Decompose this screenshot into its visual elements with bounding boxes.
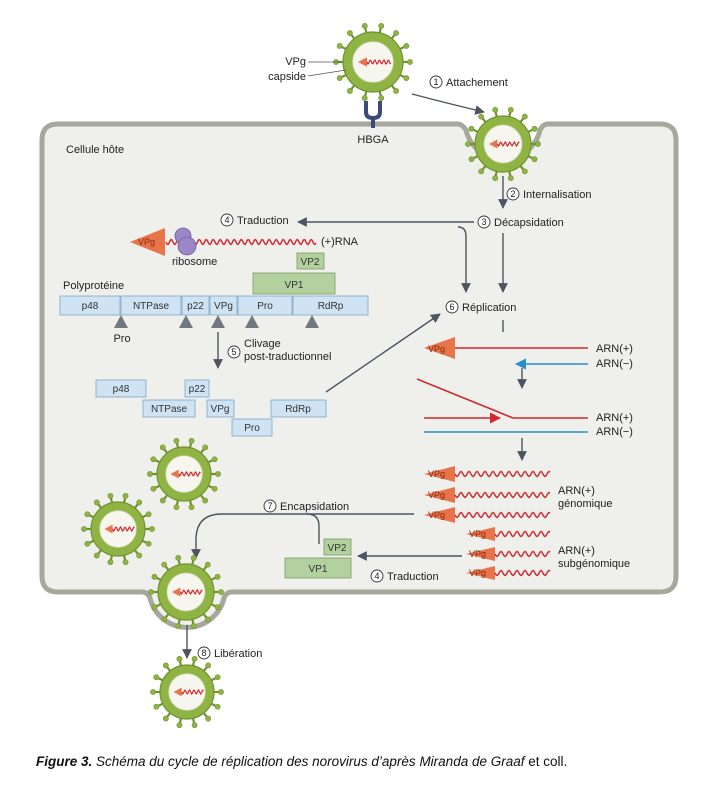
protease-cleavage-site bbox=[114, 315, 128, 328]
caption-suffix: et coll. bbox=[524, 754, 568, 769]
virion-1 bbox=[147, 437, 221, 511]
ribosome bbox=[174, 227, 197, 256]
step1-number: 1 bbox=[433, 77, 438, 87]
virion-budding bbox=[148, 554, 224, 630]
cleaved-ntpase: NTPase bbox=[151, 404, 188, 415]
polyprotein-segment bbox=[292, 295, 369, 316]
step8-number: 8 bbox=[201, 648, 206, 658]
rna-strand bbox=[454, 511, 551, 519]
rna-strand bbox=[454, 491, 551, 499]
rna-strand bbox=[494, 569, 551, 577]
step6-number: 6 bbox=[449, 302, 454, 312]
step3-number: 3 bbox=[481, 217, 486, 227]
polyprotein-segment bbox=[209, 295, 238, 316]
cleaved-products: p48 NTPase p22 VPg Pro RdRp bbox=[95, 379, 327, 437]
cleaved-p22: p22 bbox=[189, 384, 206, 395]
vpg-triangle-translation bbox=[130, 228, 165, 256]
hbga-label: HBGA bbox=[357, 134, 389, 146]
virus-top bbox=[333, 23, 413, 101]
arn-plus-1: ARN(+) bbox=[596, 343, 633, 355]
step5-number: 5 bbox=[231, 347, 236, 357]
subgenomique-label-1: ARN(+) bbox=[558, 545, 595, 557]
step6-label: Réplication bbox=[462, 302, 516, 314]
arn-minus-1: ARN(−) bbox=[596, 358, 633, 370]
polyprotein-segment bbox=[59, 295, 121, 316]
rna-label: (+)RNA bbox=[321, 236, 359, 248]
polyprotein-bar: p48 NTPase p22 VPg Pro RdRp bbox=[59, 295, 369, 328]
step4b-number: 4 bbox=[374, 571, 379, 581]
step7-number: 7 bbox=[267, 501, 272, 511]
vpg-text-translation: VPg bbox=[138, 237, 155, 247]
arn-minus-2: ARN(−) bbox=[596, 426, 633, 438]
subgenomic-rna-group: VPg VPg VPg bbox=[466, 527, 551, 580]
vp1-label-bottom: VP1 bbox=[309, 564, 328, 575]
step3-label: Décapsidation bbox=[494, 217, 564, 229]
polyprotein-segment-label: p22 bbox=[187, 301, 204, 312]
vp1-label-top: VP1 bbox=[285, 280, 304, 291]
vpg-gen-2: VPg bbox=[428, 490, 445, 500]
step2-label: Internalisation bbox=[523, 189, 592, 201]
vp2-label-bottom: VP2 bbox=[328, 543, 347, 554]
cleaved-pro: Pro bbox=[244, 423, 260, 434]
polyprotein-segment bbox=[120, 295, 182, 316]
genomique-label-2: génomique bbox=[558, 498, 612, 510]
rna-strand bbox=[494, 530, 551, 538]
vp2-label-top: VP2 bbox=[301, 257, 320, 268]
genomic-rna-group: VPg VPg VPg bbox=[424, 466, 551, 523]
protease-cleavage-site bbox=[211, 315, 225, 328]
step8-label: Libération bbox=[214, 648, 262, 660]
virion-released bbox=[150, 655, 224, 729]
figure-caption: Figure 3. Schéma du cycle de réplication… bbox=[36, 754, 696, 769]
vpg-gen-3: VPg bbox=[428, 510, 445, 520]
polyprotein-segment bbox=[181, 295, 210, 316]
polyprotein-label: Polyprotéine bbox=[63, 280, 124, 292]
pro-label-cleavage: Pro bbox=[113, 333, 130, 345]
protease-cleavage-site bbox=[305, 315, 319, 328]
arn-plus-2: ARN(+) bbox=[596, 412, 633, 424]
polyprotein-segment bbox=[237, 295, 293, 316]
step2-number: 2 bbox=[510, 189, 515, 199]
vpg-gen-1: VPg bbox=[428, 469, 445, 479]
step4b-label: Traduction bbox=[387, 571, 439, 583]
ribosome-label: ribosome bbox=[172, 256, 217, 268]
virus-entering bbox=[465, 106, 541, 182]
cell-label: Cellule hôte bbox=[66, 144, 124, 156]
vpg-sub-2: VPg bbox=[469, 549, 486, 559]
polyprotein-segment-label: Pro bbox=[257, 301, 273, 312]
subgenomique-label-2: subgénomique bbox=[558, 558, 630, 570]
clivage-label-1: Clivage bbox=[244, 338, 281, 350]
polyprotein-segment-label: VPg bbox=[214, 301, 233, 312]
polyprotein-segment-label: RdRp bbox=[318, 301, 344, 312]
polyprotein-segment-label: NTPase bbox=[133, 301, 170, 312]
caption-author: Miranda de Graaf bbox=[419, 754, 525, 769]
vpg-sub-1: VPg bbox=[469, 529, 486, 539]
cleaved-p48: p48 bbox=[113, 384, 130, 395]
step7-label: Encapsidation bbox=[280, 501, 349, 513]
caption-prefix: Figure 3. bbox=[36, 754, 93, 769]
step1-label: Attachement bbox=[446, 77, 508, 89]
step4-label: Traduction bbox=[237, 215, 289, 227]
polyprotein-segment-label: p48 bbox=[82, 301, 99, 312]
protease-cleavage-site bbox=[245, 315, 259, 328]
caption-text: Schéma du cycle de réplication des norov… bbox=[92, 754, 420, 769]
step4-number: 4 bbox=[224, 215, 229, 225]
clivage-label-2: post-traductionnel bbox=[244, 351, 331, 363]
capside-label: capside bbox=[268, 71, 306, 83]
cleaved-vpg: VPg bbox=[211, 404, 230, 415]
vpg-sub-3: VPg bbox=[469, 568, 486, 578]
protease-cleavage-site bbox=[179, 315, 193, 328]
genomique-label-1: ARN(+) bbox=[558, 485, 595, 497]
vpg-text-rep1: VPg bbox=[428, 344, 445, 354]
rna-strand bbox=[494, 550, 551, 558]
hbga-receptor bbox=[364, 101, 382, 128]
vpg-label-top: VPg bbox=[285, 56, 306, 68]
rna-strand bbox=[454, 470, 551, 478]
virion-2 bbox=[81, 492, 155, 566]
cleaved-rdrp: RdRp bbox=[285, 404, 311, 415]
